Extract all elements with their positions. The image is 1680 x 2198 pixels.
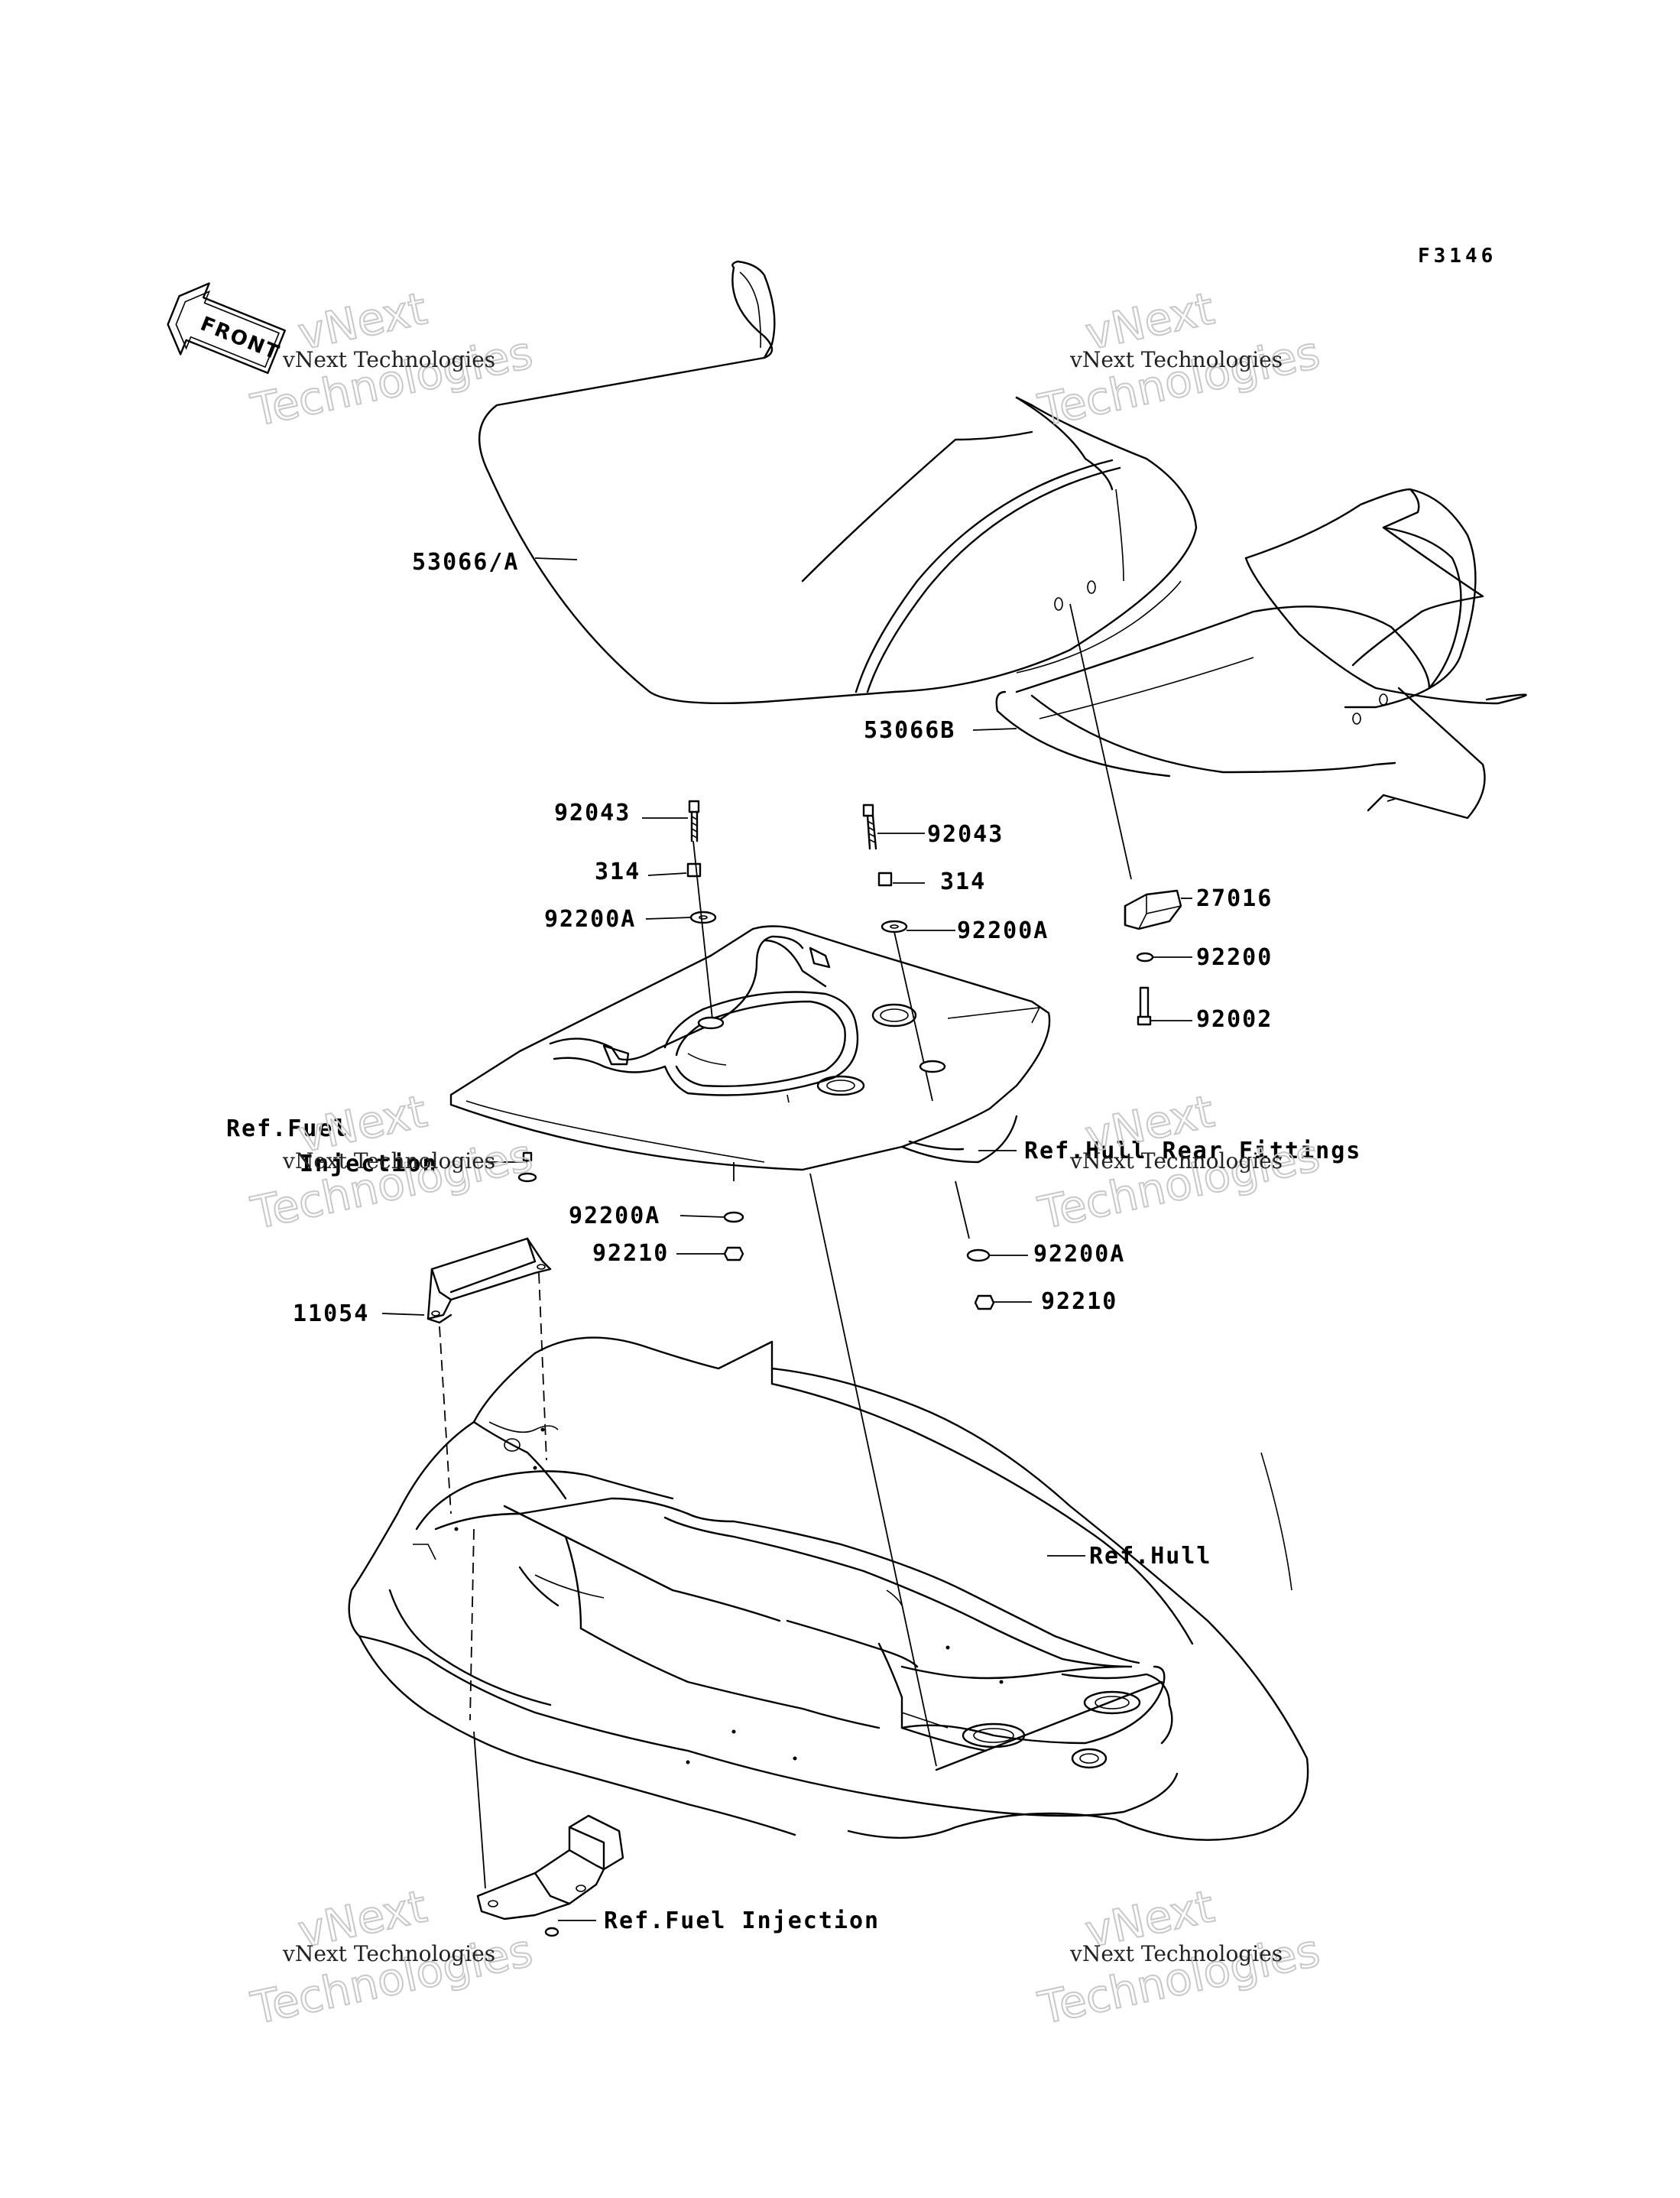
svg-text:vNext Technologies: vNext Technologies xyxy=(282,347,495,372)
svg-text:Technologies: Technologies xyxy=(247,1129,537,1239)
label-nut-right-low: 92210 xyxy=(1041,1288,1117,1315)
svg-text:vNext Technologies: vNext Technologies xyxy=(1069,1148,1283,1174)
svg-text:Technologies: Technologies xyxy=(1034,326,1325,437)
front-direction-arrow-icon: FRONT xyxy=(167,282,286,375)
label-washer-center: 92200A xyxy=(569,1203,660,1229)
label-bolt-left: 92043 xyxy=(554,800,631,826)
svg-text:vNext Technologies: vNext Technologies xyxy=(282,1941,495,1966)
watermark-top-right: vNext Technologies vNext Technologies xyxy=(1033,281,1325,437)
watermark-mid-left: vNext Technologies vNext Technologies xyxy=(246,1084,538,1240)
svg-text:vNext Technologies: vNext Technologies xyxy=(282,1148,495,1174)
svg-text:vNext Technologies: vNext Technologies xyxy=(1069,1941,1283,1966)
label-seat-front: 53066/A xyxy=(412,549,519,576)
fuel-injection-fitting-top xyxy=(517,1151,537,1183)
label-ref-fuel-top-1: Ref.Fuel xyxy=(226,1115,349,1142)
part-labels: 53066/A 53066B 92043 92043 314 314 92200… xyxy=(226,549,1361,1934)
watermark-bottom-right: vNext Technologies vNext Technologies xyxy=(1033,1879,1325,2035)
label-bolt-right: 92043 xyxy=(927,821,1004,848)
label-ref-fuel-bottom: Ref.Fuel Injection xyxy=(604,1907,880,1934)
bracket-drawing xyxy=(426,1237,552,1324)
rear-fittings-drawing xyxy=(449,925,1051,1171)
label-ref-fuel-top-2: Injection xyxy=(300,1151,438,1177)
nut-center-drawing xyxy=(723,1211,744,1261)
label-ref-hull-rear: Ref.Hull Rear Fittings xyxy=(1024,1138,1361,1164)
label-collar-right: 314 xyxy=(940,868,986,895)
label-bracket: 11054 xyxy=(293,1300,369,1327)
seat-rear-drawing xyxy=(995,488,1527,820)
watermark-bottom-left: vNext Technologies vNext Technologies xyxy=(246,1879,538,2035)
label-nut-center: 92210 xyxy=(592,1240,669,1267)
seat-front-drawing xyxy=(478,260,1198,704)
label-washer-right-low: 92200A xyxy=(1033,1241,1125,1268)
bolt-right-drawing xyxy=(862,804,908,933)
diagram-code: F3146 xyxy=(1418,245,1497,268)
label-washer-right-top: 92200A xyxy=(957,917,1049,944)
hull-drawing xyxy=(348,1336,1309,1841)
label-washer-left-top: 92200A xyxy=(544,906,636,933)
label-seat-rear: 53066B xyxy=(864,717,955,744)
svg-text:Technologies: Technologies xyxy=(247,326,537,437)
label-stay: 27016 xyxy=(1196,885,1273,912)
label-ref-hull: Ref.Hull xyxy=(1089,1543,1212,1570)
svg-text:vNext Technologies: vNext Technologies xyxy=(1069,347,1283,372)
label-collar-left: 314 xyxy=(595,859,641,885)
nut-right-drawing xyxy=(966,1248,995,1310)
bolt-left-drawing xyxy=(686,800,717,924)
label-washer-stay: 92200 xyxy=(1196,944,1273,971)
fuel-injection-bracket-bottom xyxy=(476,1814,624,1937)
leader-lines xyxy=(381,557,1192,1921)
label-bolt-stay: 92002 xyxy=(1196,1006,1273,1033)
